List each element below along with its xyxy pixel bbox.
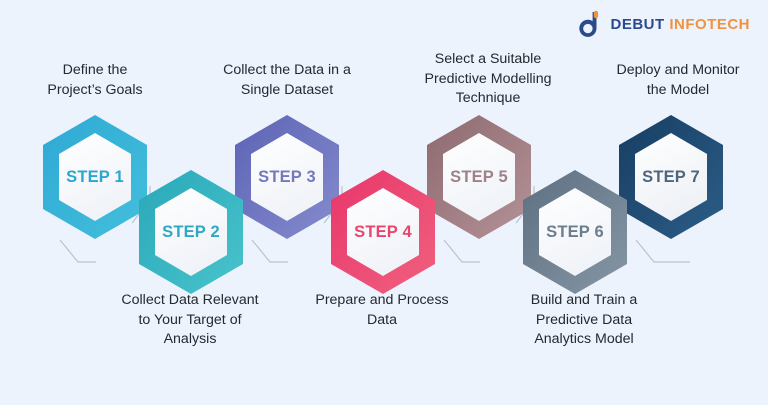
hexagon-shape-7	[619, 115, 723, 239]
connector-tail-5	[443, 239, 480, 263]
hexagon-shape-6	[523, 170, 627, 294]
hexagon-shape-5	[427, 115, 531, 239]
connector-tail-1	[59, 239, 96, 263]
step-caption-7: Deploy and Monitor the Model	[616, 62, 740, 98]
brand-logo: DEBUT INFOTECH	[577, 10, 750, 38]
hexagon-shape-1	[43, 115, 147, 239]
connector-tail-7	[635, 239, 690, 263]
step-hexagon-5[interactable]: STEP 5	[420, 111, 538, 243]
connector-tail-3	[251, 239, 288, 263]
step-caption-5: Select a Suitable Predictive Modelling T…	[424, 51, 552, 106]
step-hexagon-4[interactable]: STEP 4	[324, 166, 442, 298]
logo-text-debut: DEBUT	[610, 15, 665, 33]
logo-wordmark: DEBUT INFOTECH	[610, 16, 750, 33]
step-caption-1: Define the Project’s Goals	[47, 62, 143, 98]
logo-mark-svg	[579, 10, 599, 37]
step-hexagon-2[interactable]: STEP 2	[132, 166, 250, 298]
hexagon-shape-3	[235, 115, 339, 239]
logo-text-infotech: INFOTECH	[669, 15, 750, 33]
step-caption-2: Collect Data Relevant to Your Target of …	[121, 292, 259, 347]
step-hexagon-6[interactable]: STEP 6	[516, 166, 634, 298]
step-caption-4: Prepare and Process Data	[315, 292, 449, 328]
hexagon-shape-2	[139, 170, 243, 294]
debut-infotech-d-mark-icon	[577, 10, 603, 38]
hexagon-shape-4	[331, 170, 435, 294]
step-caption-6: Build and Train a Predictive Data Analyt…	[530, 292, 638, 347]
step-caption-3: Collect the Data in a Single Dataset	[223, 62, 351, 98]
